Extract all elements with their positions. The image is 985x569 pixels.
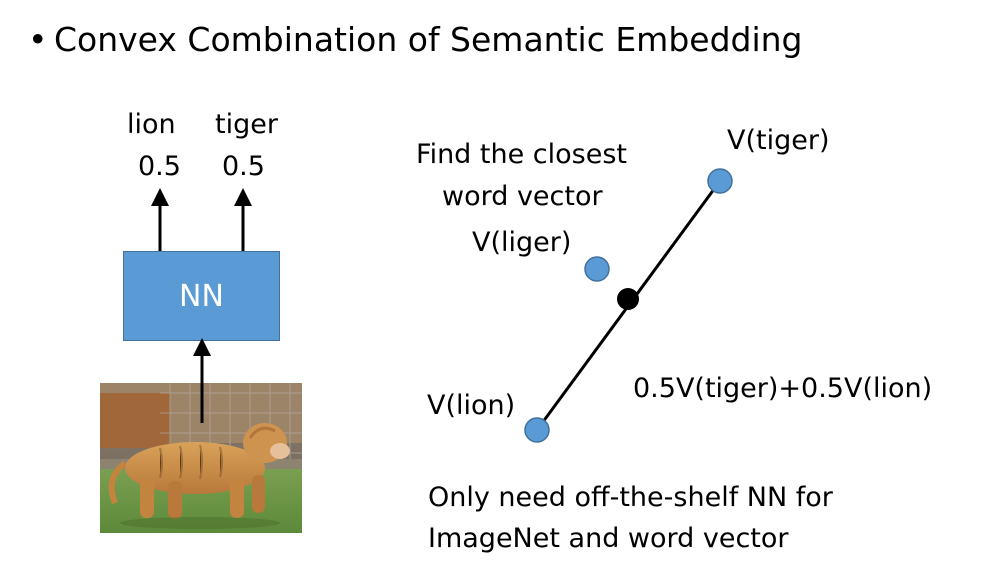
tiger-point-label: V(tiger) xyxy=(727,124,829,158)
lion-point xyxy=(525,418,549,442)
closest-note-line1: Find the closest xyxy=(416,138,627,172)
midpoint xyxy=(617,288,639,310)
footer-note-line2: ImageNet and word vector xyxy=(428,522,789,556)
lion-point-label: V(lion) xyxy=(427,389,515,423)
liger-point xyxy=(585,257,609,281)
closest-note-line2: word vector xyxy=(442,180,603,214)
tiger-point xyxy=(708,169,732,193)
footer-note-line1: Only need off-the-shelf NN for xyxy=(428,481,833,515)
liger-point-label: V(liger) xyxy=(472,226,571,260)
combination-label: 0.5V(tiger)+0.5V(lion) xyxy=(633,372,932,406)
